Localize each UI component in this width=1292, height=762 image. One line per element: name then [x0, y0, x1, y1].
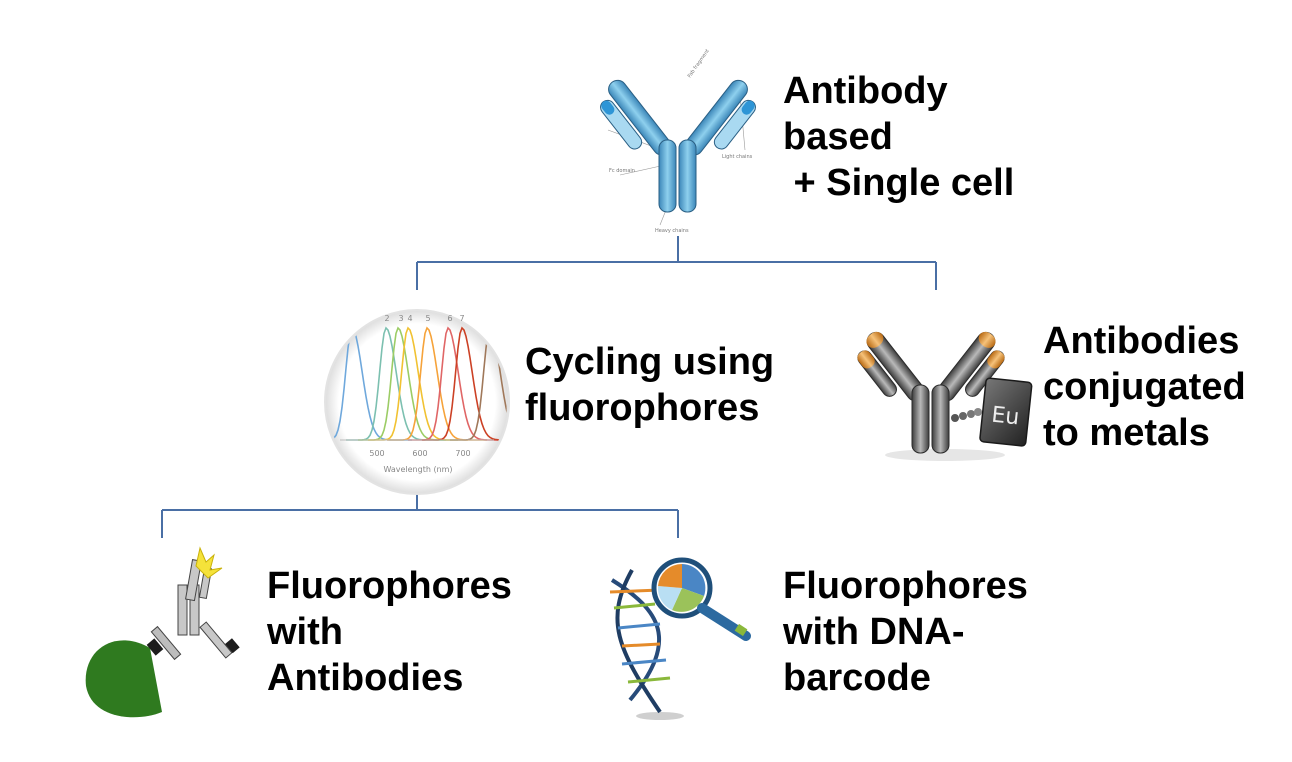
- peak-number: 2: [384, 314, 389, 323]
- peak-number: 3: [398, 314, 403, 323]
- spectrum-peak-numbers: 2 3 4 5 6 7: [384, 314, 464, 323]
- spectrum-illustration: 2 3 4 5 6 7 500 600 700 Wavelength (nm): [324, 309, 510, 495]
- svg-text:Heavy chains: Heavy chains: [655, 228, 689, 234]
- metal-antibody-illustration: Eu: [857, 331, 1033, 461]
- fluorophore-antibody-illustration: [85, 546, 240, 718]
- peak-number: 7: [459, 314, 464, 323]
- metal-symbol: Eu: [990, 403, 1020, 431]
- connector-root-to-level2: [416, 236, 937, 290]
- node-label-root: Antibody based + Single cell: [783, 70, 1015, 204]
- node-label-cycling: Cycling using fluorophores: [525, 341, 775, 429]
- node-label-metals: Antibodies conjugated to metals: [1043, 320, 1246, 454]
- peak-number: 5: [425, 314, 430, 323]
- connector-cycling-to-level3: [161, 488, 679, 538]
- peak-number: 6: [447, 314, 452, 323]
- peak-number: 4: [407, 314, 412, 323]
- x-axis-label: Wavelength (nm): [383, 465, 452, 474]
- svg-text:Fc domain: Fc domain: [609, 168, 635, 174]
- x-tick-label: 600: [412, 449, 427, 458]
- svg-text:Fab fragment: Fab fragment: [687, 48, 711, 79]
- x-tick-label: 700: [455, 449, 470, 458]
- svg-text:Light chains: Light chains: [722, 154, 753, 160]
- node-label-fluor-antibodies: Fluorophores with Antibodies: [267, 565, 512, 699]
- dna-barcode-illustration: [609, 557, 751, 720]
- antibody-illustration: Fc domain Light chains Heavy chains Fab …: [600, 48, 756, 234]
- x-tick-label: 500: [369, 449, 384, 458]
- node-label-fluor-dna: Fluorophores with DNA- barcode: [783, 565, 1028, 699]
